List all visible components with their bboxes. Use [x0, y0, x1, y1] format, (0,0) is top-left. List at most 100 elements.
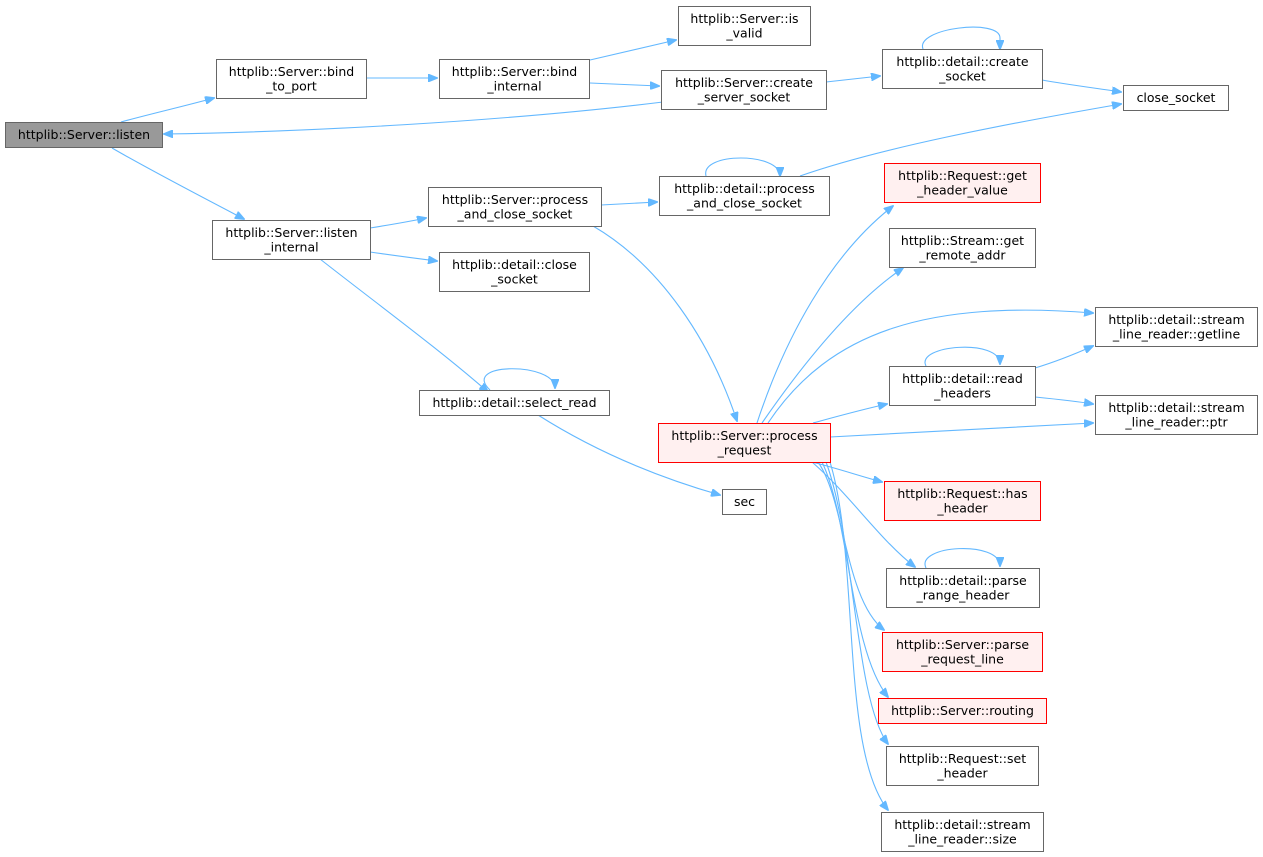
node-label-line: sec	[734, 494, 755, 509]
node-box[interactable]	[216, 59, 367, 99]
node-box[interactable]	[884, 163, 1041, 203]
node-box[interactable]	[882, 49, 1043, 89]
edge-process_request-to-parse_request_line	[817, 461, 884, 630]
node-box[interactable]	[428, 187, 602, 227]
node-label-line: httplib::Server::parse	[896, 637, 1029, 652]
node-label-line: httplib::Server::routing	[891, 703, 1034, 718]
edge-read_headers-to-slr_ptr	[1034, 396, 1093, 404]
node-process_request[interactable]: httplib::Server::process_request	[658, 423, 831, 463]
node-label-line: httplib::Server::process	[671, 428, 817, 443]
node-is_valid[interactable]: httplib::Server::is_valid	[678, 6, 811, 46]
node-box[interactable]	[212, 220, 371, 260]
node-box[interactable]	[1095, 395, 1258, 435]
node-label-line: _header_value	[916, 182, 1008, 197]
node-label-line: httplib::Server::listen	[18, 127, 150, 142]
edge-process_request-to-set_header	[825, 461, 888, 744]
node-box[interactable]	[878, 698, 1047, 724]
node-box[interactable]	[886, 568, 1040, 608]
node-label-line: httplib::detail::stream	[1108, 312, 1244, 327]
node-get_header_value[interactable]: httplib::Request::get_header_value	[884, 163, 1041, 203]
node-get_remote_addr[interactable]: httplib::Stream::get_remote_addr	[889, 228, 1036, 268]
nodes-layer: httplib::Server::listenhttplib::Server::…	[5, 6, 1258, 852]
node-label-line: httplib::detail::stream	[1108, 400, 1244, 415]
node-label-line: httplib::detail::process	[674, 181, 815, 196]
node-box[interactable]	[1123, 85, 1229, 111]
edge-server_process_and_close-to-detail_process_and_close	[600, 202, 657, 205]
edge-detail_create_socket-to-close_socket	[1041, 79, 1121, 92]
node-parse_range_header[interactable]: httplib::detail::parse_range_header	[886, 568, 1040, 608]
node-box[interactable]	[884, 481, 1041, 521]
node-slr_size[interactable]: httplib::detail::stream_line_reader::siz…	[881, 812, 1044, 852]
node-label-line: _header	[936, 765, 988, 780]
node-label-line: httplib::Server::bind	[229, 64, 354, 79]
node-box[interactable]	[439, 59, 590, 99]
edge-listen_internal-to-detail_close_socket	[369, 251, 437, 261]
node-box[interactable]	[886, 746, 1039, 786]
node-label-line: httplib::detail::select_read	[432, 395, 596, 410]
node-box[interactable]	[5, 122, 163, 148]
node-bind_internal[interactable]: httplib::Server::bind_internal	[439, 59, 590, 99]
node-routing[interactable]: httplib::Server::routing	[878, 698, 1047, 724]
node-create_server_socket[interactable]: httplib::Server::create_server_socket	[661, 70, 827, 110]
node-box[interactable]	[882, 632, 1043, 672]
node-listen_internal[interactable]: httplib::Server::listen_internal	[212, 220, 371, 260]
node-box[interactable]	[439, 252, 590, 292]
node-parse_request_line[interactable]: httplib::Server::parse_request_line	[882, 632, 1043, 672]
node-label-line: httplib::Server::is	[690, 11, 798, 26]
edge-process_request-to-get_remote_addr	[761, 268, 903, 424]
node-listen[interactable]: httplib::Server::listen	[5, 122, 163, 148]
node-label-line: _request	[717, 442, 772, 457]
edge-read_headers-to-read_headers	[924, 346, 1000, 367]
node-label-line: _valid	[725, 25, 762, 40]
node-sec[interactable]: sec	[722, 489, 767, 515]
node-label-line: _server_socket	[697, 89, 791, 104]
node-box[interactable]	[881, 812, 1044, 852]
edge-select_read-to-sec	[537, 414, 720, 495]
edge-bind_internal-to-create_server_socket	[589, 83, 659, 86]
edge-create_server_socket-to-listen	[164, 101, 664, 134]
node-box[interactable]	[658, 423, 831, 463]
edge-create_server_socket-to-detail_create_socket	[825, 76, 880, 83]
node-detail_create_socket[interactable]: httplib::detail::create_socket	[882, 49, 1043, 89]
node-set_header[interactable]: httplib::Request::set_header	[886, 746, 1039, 786]
node-has_header[interactable]: httplib::Request::has_header	[884, 481, 1041, 521]
node-label-line: close_socket	[1137, 90, 1216, 105]
node-select_read[interactable]: httplib::detail::select_read	[419, 390, 610, 416]
node-bind_to_port[interactable]: httplib::Server::bind_to_port	[216, 59, 367, 99]
node-label-line: _line_reader::ptr	[1124, 414, 1228, 429]
node-detail_close_socket[interactable]: httplib::detail::close_socket	[439, 252, 590, 292]
node-label-line: httplib::Stream::get	[901, 233, 1024, 248]
node-label-line: httplib::Request::set	[899, 751, 1026, 766]
node-read_headers[interactable]: httplib::detail::read_headers	[889, 366, 1036, 406]
node-label-line: _range_header	[916, 587, 1011, 602]
node-box[interactable]	[659, 176, 830, 216]
node-box[interactable]	[889, 228, 1036, 268]
node-label-line: _line_reader::getline	[1112, 326, 1241, 341]
node-label-line: _internal	[486, 78, 541, 93]
node-server_process_and_close[interactable]: httplib::Server::process_and_close_socke…	[428, 187, 602, 227]
node-slr_getline[interactable]: httplib::detail::stream_line_reader::get…	[1095, 307, 1258, 347]
node-box[interactable]	[661, 70, 827, 110]
node-label-line: _header	[936, 500, 988, 515]
edge-listen-to-bind_to_port	[120, 98, 214, 123]
node-box[interactable]	[1095, 307, 1258, 347]
node-label-line: _headers	[933, 385, 991, 400]
node-box[interactable]	[722, 489, 767, 515]
node-close_socket[interactable]: close_socket	[1123, 85, 1229, 111]
node-box[interactable]	[678, 6, 811, 46]
node-box[interactable]	[889, 366, 1036, 406]
node-label-line: httplib::detail::stream	[894, 817, 1030, 832]
node-label-line: _line_reader::size	[907, 831, 1017, 846]
node-label-line: httplib::Request::get	[898, 168, 1027, 183]
node-label-line: httplib::detail::read	[902, 371, 1023, 386]
edges-layer	[111, 26, 1121, 810]
edge-server_process_and_close-to-process_request	[592, 225, 737, 421]
node-box[interactable]	[419, 390, 610, 416]
edge-parse_range_header-to-parse_range_header	[924, 548, 1000, 569]
node-detail_process_and_close[interactable]: httplib::detail::process_and_close_socke…	[659, 176, 830, 216]
edge-bind_internal-to-is_valid	[589, 40, 676, 61]
node-slr_ptr[interactable]: httplib::detail::stream_line_reader::ptr	[1095, 395, 1258, 435]
edge-process_request-to-slr_getline	[767, 310, 1093, 424]
edge-process_request-to-slr_size	[829, 461, 888, 810]
